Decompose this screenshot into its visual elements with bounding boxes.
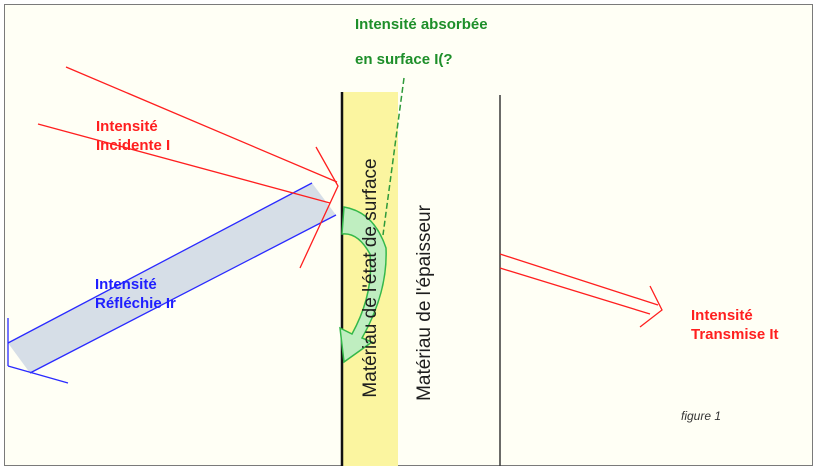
reflected-beam-edge-bottom (29, 214, 337, 374)
transmitted-ray-bottom (499, 267, 651, 315)
incident-arrowhead (299, 146, 339, 269)
transmitted-label-line-2: Transmise It (691, 325, 779, 343)
absorbed-intensity-label: Intensité absorbée en surface I(? (355, 16, 488, 70)
incident-ray-top (65, 66, 338, 183)
incident-intensity-label: Intensité Incidente I (96, 118, 170, 156)
absorbed-label-line-2: en surface I(? (355, 50, 453, 68)
transmitted-arrowhead (639, 285, 663, 328)
reflected-arrowhead-edge (7, 365, 69, 384)
surface-material-label: Matériau de l'état de surface (360, 158, 381, 398)
reflected-beam-edge-top (7, 182, 313, 344)
incident-ray-bottom (37, 123, 331, 204)
incident-label-line-1: Intensité (96, 118, 158, 135)
figure-caption: figure 1 (681, 409, 722, 423)
absorbed-curved-arrow (339, 206, 387, 364)
incident-label-line-2: Incidente I (96, 136, 171, 154)
absorbed-dashed-line (382, 77, 405, 236)
reflected-intensity-label: Intensité Réfléchie Ir (95, 276, 176, 314)
bulk-material-label: Matériau de l'épaisseur (414, 205, 435, 401)
reflected-label-line-1: Intensité (95, 276, 157, 293)
transmitted-label-line-1: Intensité (691, 307, 753, 324)
reflected-beam-band (8, 183, 336, 373)
reflected-label-line-2: Réfléchie Ir (95, 294, 176, 312)
transmitted-intensity-label: Intensité Transmise It (691, 307, 779, 345)
transmitted-ray-top (499, 253, 659, 306)
absorbed-label-line-1: Intensité absorbée (355, 16, 488, 33)
figure-panel (4, 4, 813, 466)
